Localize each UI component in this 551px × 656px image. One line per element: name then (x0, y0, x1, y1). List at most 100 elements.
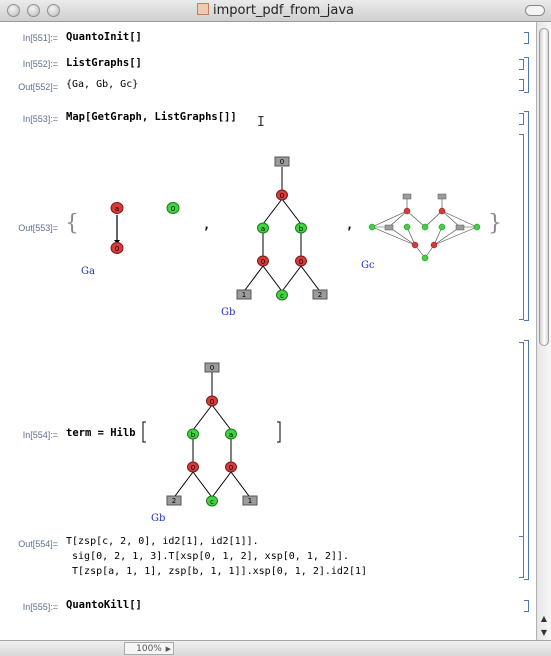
node-label: 0 (210, 364, 214, 372)
boundary-node (437, 193, 447, 200)
green-spider-node (295, 222, 307, 234)
node-label: 1 (242, 291, 246, 299)
scroll-down-arrow-icon[interactable]: ▼ (540, 628, 548, 637)
green-spider-node (276, 289, 288, 301)
graph-edge (282, 265, 302, 291)
cell-bracket[interactable] (519, 59, 524, 70)
graph-edge (212, 471, 232, 497)
boundary-node (274, 156, 290, 167)
input-cell-term-hilb[interactable]: term = Hilb (66, 427, 136, 439)
cell-bracket[interactable] (519, 134, 524, 320)
graph-edge (300, 265, 320, 291)
argument-brackets (142, 421, 281, 443)
scrollbar-thumb[interactable] (539, 28, 549, 346)
list-open-brace: { (65, 211, 79, 236)
green-spider-node (473, 223, 481, 231)
graph-label-gb-argument: Gb (151, 513, 166, 524)
node-label: 2 (172, 497, 176, 505)
cell-label-out553: Out[553]= (18, 223, 58, 233)
green-spider-node (257, 222, 269, 234)
green-spider-node (421, 254, 429, 262)
graph-ga[interactable]: a 0 0 (100, 198, 190, 258)
green-spider-node (403, 223, 411, 231)
text-cursor-icon: I (257, 115, 265, 130)
close-window-button[interactable] (7, 4, 20, 17)
graph-edge (244, 265, 264, 291)
node-label: b (191, 431, 196, 439)
graph-gb-argument[interactable]: 0 0 b a 0 0 2 c 1 (160, 362, 260, 512)
cell-bracket[interactable] (519, 536, 524, 578)
node-label: 1 (248, 497, 252, 505)
boundary-node (204, 362, 220, 373)
green-spider-node (166, 202, 180, 214)
node-label: 0 (115, 245, 119, 253)
cell-label-in552: In[552]:= (22, 59, 58, 69)
boundary-node (384, 224, 394, 231)
notebook-content: In[551]:= QuantoInit[] In[552]:= ListGra… (0, 22, 536, 640)
node-label: c (210, 498, 214, 506)
cell-bracket[interactable] (519, 79, 524, 91)
cell-bracket[interactable] (524, 600, 529, 612)
window-title-area: import_pdf_from_java (0, 3, 551, 18)
red-spider-node (187, 461, 199, 473)
scroll-up-arrow-icon[interactable]: ▲ (540, 614, 548, 623)
red-spider-node (225, 461, 237, 473)
input-cell-quantokill[interactable]: QuantoKill[] (66, 599, 142, 611)
zoom-level-menu[interactable]: 100% ▶ (124, 642, 174, 655)
notebook-file-icon (197, 3, 209, 15)
graph-label-gb: Gb (221, 307, 236, 318)
graph-edge (281, 198, 302, 225)
output-line-3[interactable]: T[zsp[a, 1, 1], zsp[b, 1, 1]].xsp[0, 1, … (66, 566, 368, 577)
node-label: a (229, 431, 233, 439)
output-line-1[interactable]: T[zsp[c, 2, 0], id2[1], id2[1]]. (66, 536, 259, 547)
cell-group-bracket[interactable] (524, 111, 529, 321)
red-spider-node (430, 241, 438, 249)
boundary-node (312, 289, 328, 300)
node-label: 0 (280, 192, 284, 200)
zoom-window-button[interactable] (47, 4, 60, 17)
cell-group-bracket[interactable] (524, 57, 529, 93)
graph-gb[interactable]: 0 0 a b 0 0 1 c 2 (230, 154, 330, 304)
red-spider-node (438, 207, 446, 215)
graph-edge (192, 404, 213, 431)
cell-bracket[interactable] (524, 32, 529, 44)
cell-label-out552: Out[552]= (18, 82, 58, 92)
red-spider-node (257, 255, 269, 267)
green-spider-node (187, 428, 199, 440)
graph-edge (262, 198, 283, 225)
graph-gc[interactable] (364, 192, 490, 264)
graph-edge (211, 404, 232, 431)
cell-bracket[interactable] (519, 113, 524, 125)
green-spider-node (206, 495, 218, 507)
cell-group-bracket[interactable] (524, 340, 529, 580)
node-label: 0 (261, 258, 265, 266)
input-cell-map-getgraph[interactable]: Map[GetGraph, ListGraphs[]] (66, 111, 237, 123)
input-cell-listgraphs[interactable]: ListGraphs[] (66, 57, 142, 69)
green-spider-node (421, 223, 429, 231)
minimize-window-button[interactable] (27, 4, 40, 17)
input-cell-quantoinit[interactable]: QuantoInit[] (66, 31, 142, 43)
node-label: a (115, 205, 119, 213)
title-bar: import_pdf_from_java (0, 0, 551, 22)
red-spider-node (110, 202, 124, 214)
graph-edge (262, 265, 282, 291)
red-spider-node (295, 255, 307, 267)
red-spider-node (110, 242, 124, 254)
graph-label-gc: Gc (361, 260, 375, 271)
boundary-node (166, 495, 182, 506)
boundary-node (236, 289, 252, 300)
vertical-scrollbar[interactable]: ▲ ▼ (536, 22, 551, 640)
status-bar: 100% ▶ (0, 640, 551, 656)
graph-edges (371, 197, 478, 259)
output-cell-graph-list[interactable]: {Ga, Gb, Gc} (66, 79, 139, 90)
node-label: 0 (299, 258, 303, 266)
red-spider-node (411, 241, 419, 249)
output-line-2[interactable]: sig[0, 2, 1, 3].T[xsp[0, 1, 2], xsp[0, 1… (66, 551, 349, 562)
node-label: 0 (280, 158, 284, 166)
node-label: 0 (191, 464, 195, 472)
red-spider-node (276, 189, 288, 201)
list-comma: , (203, 218, 211, 232)
cell-label-in555: In[555]:= (22, 602, 58, 612)
toolbar-toggle-button[interactable] (525, 5, 545, 16)
graph-label-ga: Ga (81, 266, 95, 277)
